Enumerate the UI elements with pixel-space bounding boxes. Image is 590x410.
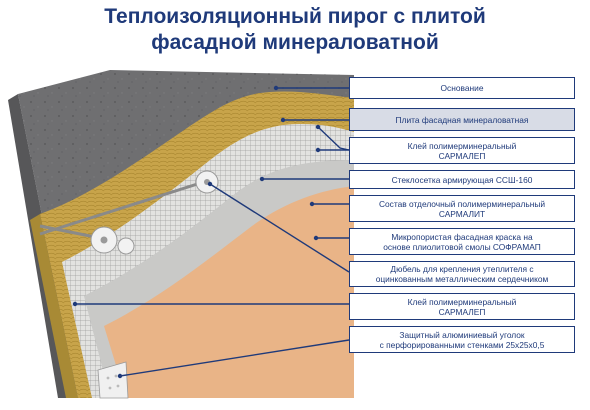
label-facade-plate: Плита фасадная минераловатная [349,108,575,131]
label-paint: Микропористая фасадная краска на основе … [349,228,575,255]
label-corner-line-1: Защитный алюминиевый уголок [399,329,525,340]
label-glue-1-line-2: САРМАЛЕП [438,150,486,161]
label-dowel-line-2: оцинкованным металлическим сердечником [375,274,549,284]
label-corner-line-2: с перфорированными стенками 25х25х0,5 [379,339,545,350]
label-mesh: Стеклосетка армирующая ССШ-160 [349,170,575,189]
label-base: Основание [349,77,575,99]
aluminium-corner [97,361,129,399]
diagram-title: Теплоизоляционный пирог с плитой фасадно… [0,4,590,56]
label-glue-2-line-2: САРМАЛЕП [438,306,486,317]
title-line-2: фасадной минераловатной [151,31,439,54]
label-base-line-1: Основание [440,83,484,93]
leader-dots [72,85,321,379]
label-paint-line-2: основе плиолитовой смолы СОФРАМАП [383,241,541,252]
label-finish: Состав отделочный полимерминеральный САР… [349,195,575,222]
leader-dowel [209,183,350,273]
label-facade-plate-line-1: Плита фасадная минераловатная [395,114,529,125]
dowel-upper [39,170,219,236]
label-finish-line-1: Состав отделочный полимерминеральный [378,198,546,209]
label-glue-1-line-1: Клей полимерминеральный [407,140,517,151]
title-line-1: Теплоизоляционный пирог с плитой [104,5,486,28]
paint-layer [104,186,354,398]
label-corner: Защитный алюминиевый уголок с перфориров… [349,326,575,353]
label-dowel: Дюбель для крепления утеплителя с оцинко… [349,261,575,287]
label-glue-1: Клей полимерминеральный САРМАЛЕП [349,137,575,164]
label-glue-2: Клей полимерминеральный САРМАЛЕП [349,293,575,320]
label-finish-line-2: САРМАЛИТ [438,208,486,219]
label-glue-2-line-1: Клей полимерминеральный [407,296,517,307]
label-dowel-line-1: Дюбель для крепления утеплителя с [390,264,534,274]
label-paint-line-1: Микропористая фасадная краска на [391,231,533,242]
leader-lines [75,87,350,377]
dowel-lower [39,224,135,255]
label-mesh-line-1: Стеклосетка армирующая ССШ-160 [391,174,533,185]
leader-corner [119,339,350,377]
